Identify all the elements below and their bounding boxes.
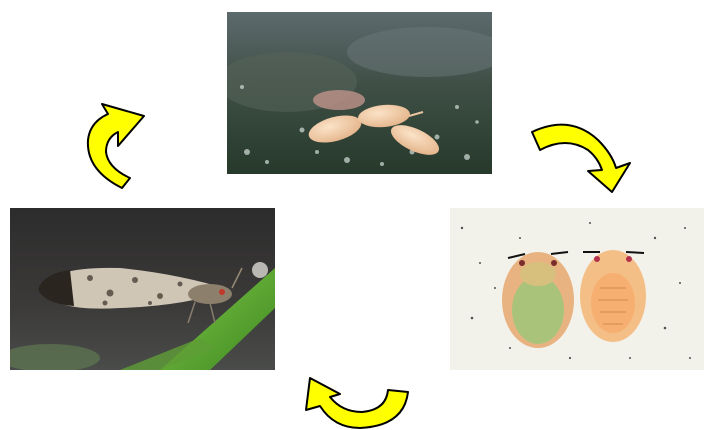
curved-arrow-icon (528, 118, 638, 198)
nymphs-photo (450, 208, 704, 370)
eggs-photo (227, 12, 492, 174)
adult-psyllid-photo (10, 208, 275, 370)
curved-arrow-icon (298, 374, 414, 430)
curved-arrow-icon (78, 96, 150, 192)
